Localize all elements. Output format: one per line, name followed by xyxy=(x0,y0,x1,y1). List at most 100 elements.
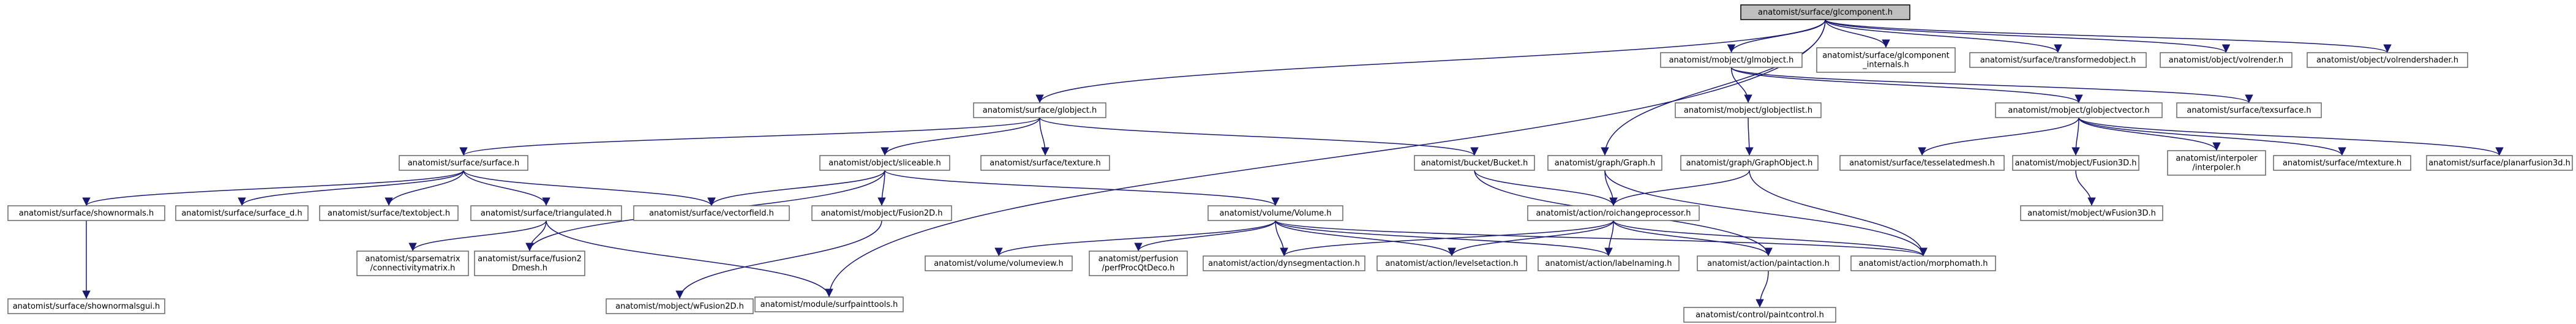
node-label-fusion2dmesh: anatomist/surface/fusion2 xyxy=(478,255,582,264)
node-label-graph: anatomist/graph/Graph.h xyxy=(1555,159,1655,168)
node-volume[interactable]: anatomist/volume/Volume.h xyxy=(1207,205,1343,221)
node-root[interactable]: anatomist/surface/glcomponent.h xyxy=(1740,4,1910,20)
node-sparsematrix[interactable]: anatomist/sparsematrix/connectivitymatri… xyxy=(356,251,469,276)
node-graphobject[interactable]: anatomist/graph/GraphObject.h xyxy=(1680,155,1819,171)
node-box-transformedobject xyxy=(1969,52,2147,68)
node-texsurface[interactable]: anatomist/surface/texsurface.h xyxy=(2176,102,2322,118)
node-label-vectorfield: anatomist/surface/vectorfield.h xyxy=(649,209,774,218)
node-surfpainttools[interactable]: anatomist/module/surfpainttools.h xyxy=(754,296,904,312)
node-label-morphomath: anatomist/action/morphomath.h xyxy=(1859,259,1988,268)
node-paintcontrol[interactable]: anatomist/control/paintcontrol.h xyxy=(1683,307,1836,323)
node-levelset[interactable]: anatomist/action/levelsetaction.h xyxy=(1376,255,1527,271)
node-label-sparsematrix: /connectivitymatrix.h xyxy=(370,264,456,273)
node-box-sparsematrix xyxy=(356,251,469,276)
node-box-mtexture xyxy=(2273,155,2411,171)
node-label-globject: anatomist/surface/globject.h xyxy=(983,106,1097,115)
node-glmobject[interactable]: anatomist/mobject/glmobject.h xyxy=(1660,52,1803,68)
node-label-interpoler: /interpoler.h xyxy=(2192,164,2240,173)
node-glcomp_internals[interactable]: anatomist/surface/glcomponent_internals.… xyxy=(1816,47,1956,73)
node-box-texture xyxy=(980,155,1110,171)
node-fusion2d[interactable]: anatomist/mobject/Fusion2D.h xyxy=(811,205,952,221)
node-volrender[interactable]: anatomist/object/volrender.h xyxy=(2160,52,2292,68)
node-label-surfpainttools: anatomist/module/surfpainttools.h xyxy=(760,300,898,309)
edge-volume-to-morphomath xyxy=(1275,220,1928,257)
node-dynsegment[interactable]: anatomist/action/dynsegmentaction.h xyxy=(1203,255,1365,271)
node-label-interpoler: anatomist/interpoler xyxy=(2176,154,2258,164)
node-globject[interactable]: anatomist/surface/globject.h xyxy=(973,102,1106,118)
node-globjectlist[interactable]: anatomist/mobject/globjectlist.h xyxy=(1675,102,1822,118)
node-box-interpoler xyxy=(2167,150,2266,176)
node-graph[interactable]: anatomist/graph/Graph.h xyxy=(1547,155,1662,171)
nodes: anatomist/surface/glcomponent.h anatomist… xyxy=(7,4,2573,323)
edge-globject-to-bucket xyxy=(1039,117,1479,156)
node-labelnaming[interactable]: anatomist/action/labelnaming.h xyxy=(1538,255,1680,271)
node-sliceable[interactable]: anatomist/object/sliceable.h xyxy=(819,155,950,171)
node-box-triangulated xyxy=(470,205,622,221)
node-label-fusion2dmesh: Dmesh.h xyxy=(512,264,547,273)
edge-sliceable-to-vectorfield xyxy=(707,170,885,206)
node-textobject[interactable]: anatomist/surface/textobject.h xyxy=(319,205,459,221)
node-perfproc[interactable]: anatomist/perfusion/perfProcQtDeco.h xyxy=(1089,251,1188,276)
node-label-fusion2d: anatomist/mobject/Fusion2D.h xyxy=(820,209,942,218)
node-transformedobject[interactable]: anatomist/surface/transformedobject.h xyxy=(1969,52,2147,68)
node-box-shownormals xyxy=(7,205,165,221)
node-morphomath[interactable]: anatomist/action/morphomath.h xyxy=(1850,255,1996,271)
node-label-glmobject: anatomist/mobject/glmobject.h xyxy=(1669,56,1794,65)
edge-volume-to-volumeview xyxy=(994,220,1276,257)
node-label-surface: anatomist/surface/surface.h xyxy=(408,159,520,168)
node-globjectvector[interactable]: anatomist/mobject/globjectvector.h xyxy=(1995,102,2163,118)
node-label-triangulated: anatomist/surface/triangulated.h xyxy=(481,209,612,218)
node-box-vectorfield xyxy=(633,205,790,221)
node-bucket[interactable]: anatomist/bucket/Bucket.h xyxy=(1414,155,1535,171)
node-label-glcomp_internals: anatomist/surface/glcomponent xyxy=(1822,51,1950,61)
node-box-wfusion3d xyxy=(2020,205,2163,221)
edge-globjectvector-to-planarfusion xyxy=(2078,117,2504,156)
node-box-dynsegment xyxy=(1203,255,1365,271)
node-box-globjectlist xyxy=(1675,102,1822,118)
node-paintaction[interactable]: anatomist/action/paintaction.h xyxy=(1697,255,1840,271)
edge-fusion2d-to-wfusion2d xyxy=(675,220,882,300)
edge-roichange-to-paintaction xyxy=(1613,220,1773,257)
edge-root-to-graph xyxy=(1601,19,1826,156)
node-box-morphomath xyxy=(1850,255,1996,271)
node-label-shownormalsgui: anatomist/surface/shownormalsgui.h xyxy=(13,302,160,311)
node-surface[interactable]: anatomist/surface/surface.h xyxy=(399,155,528,171)
node-mtexture[interactable]: anatomist/surface/mtexture.h xyxy=(2273,155,2411,171)
node-roichange[interactable]: anatomist/action/roichangeprocessor.h xyxy=(1527,205,1700,221)
node-texture[interactable]: anatomist/surface/texture.h xyxy=(980,155,1110,171)
node-tesselatedmesh[interactable]: anatomist/surface/tesselatedmesh.h xyxy=(1839,155,2005,171)
node-label-graphobject: anatomist/graph/GraphObject.h xyxy=(1686,159,1813,168)
edge-graph-to-morphomath xyxy=(1604,170,1928,257)
node-box-wfusion2d xyxy=(606,298,754,314)
node-fusion3d[interactable]: anatomist/mobject/Fusion3D.h xyxy=(2012,155,2139,171)
edge-surface-to-textobject xyxy=(385,170,464,206)
node-shownormalsgui[interactable]: anatomist/surface/shownormalsgui.h xyxy=(7,298,165,314)
node-box-glcomp_internals xyxy=(1816,47,1956,73)
node-wfusion3d[interactable]: anatomist/mobject/wFusion3D.h xyxy=(2020,205,2163,221)
node-label-levelset: anatomist/action/levelsetaction.h xyxy=(1385,259,1518,268)
node-volrendershader[interactable]: anatomist/object/volrendershader.h xyxy=(2307,52,2468,68)
node-surface_d[interactable]: anatomist/surface/surface_d.h xyxy=(175,205,309,221)
node-triangulated[interactable]: anatomist/surface/triangulated.h xyxy=(470,205,622,221)
edge-glmobject-to-globjectlist xyxy=(1730,67,1752,104)
node-interpoler[interactable]: anatomist/interpoler/interpoler.h xyxy=(2167,150,2266,176)
node-box-graph xyxy=(1547,155,1662,171)
node-volumeview[interactable]: anatomist/volume/volumeview.h xyxy=(925,255,1073,271)
node-vectorfield[interactable]: anatomist/surface/vectorfield.h xyxy=(633,205,790,221)
node-box-texsurface xyxy=(2176,102,2322,118)
node-box-paintaction xyxy=(1697,255,1840,271)
node-shownormals[interactable]: anatomist/surface/shownormals.h xyxy=(7,205,165,221)
node-label-wfusion2d: anatomist/mobject/wFusion2D.h xyxy=(615,302,744,311)
node-label-texture: anatomist/surface/texture.h xyxy=(989,159,1101,168)
edge-globjectvector-to-fusion3d xyxy=(2071,117,2080,156)
node-planarfusion[interactable]: anatomist/surface/planarfusion3d.h xyxy=(2426,155,2573,171)
node-label-surface_d: anatomist/surface/surface_d.h xyxy=(181,209,302,218)
node-label-tesselatedmesh: anatomist/surface/tesselatedmesh.h xyxy=(1849,159,1995,168)
edge-graphobject-to-roichange xyxy=(1609,170,1750,206)
node-box-volume xyxy=(1207,205,1343,221)
node-wfusion2d[interactable]: anatomist/mobject/wFusion2D.h xyxy=(606,298,754,314)
node-label-shownormals: anatomist/surface/shownormals.h xyxy=(19,209,154,218)
node-label-globjectlist: anatomist/mobject/globjectlist.h xyxy=(1684,106,1812,115)
edge-volume-to-perfproc xyxy=(1134,220,1276,252)
